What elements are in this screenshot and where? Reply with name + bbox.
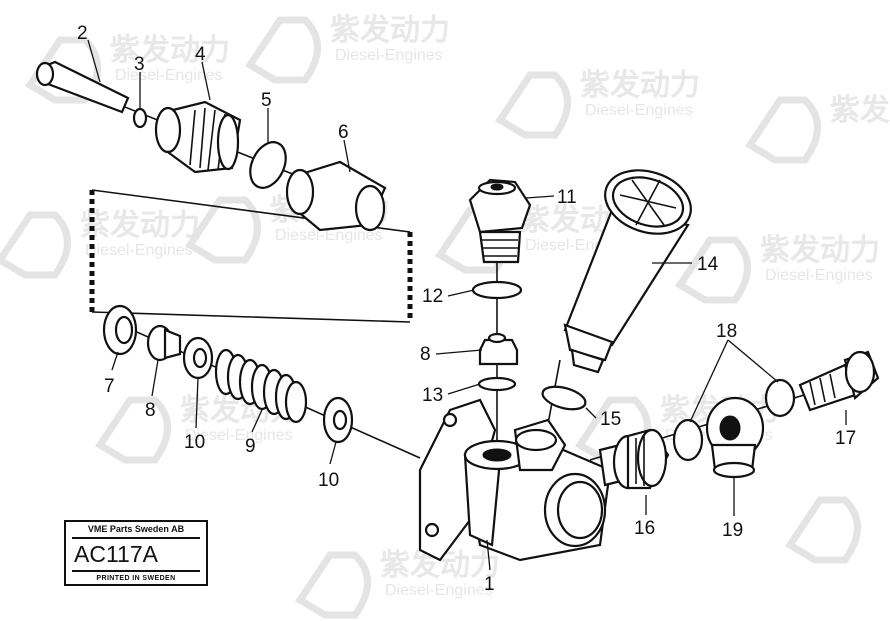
callout-3: 3 — [134, 54, 145, 75]
callout-8-left: 8 — [145, 400, 156, 421]
part-10-washer-right — [322, 396, 354, 444]
watermark: 紫发动力 Diesel-Engines — [675, 233, 880, 304]
part-4-threaded-fitting — [154, 100, 242, 174]
callout-14: 14 — [697, 254, 719, 275]
plate-drawing-code: AC117A — [72, 537, 200, 572]
part-12-o-ring — [471, 280, 523, 300]
svg-text:紫发动力: 紫发动力 — [330, 13, 450, 48]
callout-19: 19 — [722, 520, 743, 541]
part-8-valve-center — [478, 332, 519, 366]
plate-printed-note: PRINTED IN SWEDEN — [96, 575, 176, 582]
callout-1: 1 — [484, 574, 495, 595]
svg-text:紫发动力: 紫发动力 — [760, 233, 880, 268]
drawing-id-plate: VME Parts Sweden AB AC117A PRINTED IN SW… — [64, 520, 208, 586]
watermark: 紫发动力 Diesel-Engines — [25, 33, 230, 104]
part-10-washer-left — [182, 336, 214, 380]
plate-company: VME Parts Sweden AB — [87, 524, 185, 534]
callout-17: 17 — [835, 428, 856, 449]
part-5-o-ring — [249, 141, 287, 189]
part-6-sleeve — [285, 160, 387, 232]
callout-7: 7 — [104, 376, 115, 397]
callout-11: 11 — [557, 187, 577, 208]
part-7-seal — [102, 304, 138, 356]
part-19-banjo — [705, 396, 765, 479]
svg-text:Diesel-Engines: Diesel-Engines — [275, 227, 383, 244]
watermark — [785, 496, 861, 564]
watermark: 紫发动力 Diesel-Engines — [295, 548, 500, 619]
part-15-o-ring — [541, 385, 587, 411]
watermark: 紫发动力 Diesel-Engines — [495, 68, 700, 139]
svg-text:Diesel-Engines: Diesel-Engines — [585, 102, 693, 119]
callout-labels: 2 3 4 5 6 1 7 8 10 9 10 11 12 8 13 14 15… — [77, 23, 856, 595]
svg-text:紫发动力: 紫发动力 — [110, 33, 230, 68]
callout-6: 6 — [338, 122, 349, 143]
leader-lines — [87, 39, 847, 571]
svg-text:Diesel-Engines: Diesel-Engines — [115, 67, 223, 84]
svg-text:Diesel-Engines: Diesel-Engines — [85, 242, 193, 259]
part-2-bolt — [35, 60, 130, 114]
callout-10-right: 10 — [318, 470, 339, 491]
callout-13: 13 — [422, 385, 443, 406]
callout-12: 12 — [422, 286, 443, 307]
svg-text:紫发动力: 紫发动力 — [580, 68, 700, 103]
watermark: 紫发动力 Diesel-Engines — [245, 13, 450, 84]
svg-text:Diesel-Engines: Diesel-Engines — [185, 427, 293, 444]
part-18-washer-left — [672, 418, 704, 462]
callout-5: 5 — [261, 90, 272, 111]
svg-text:紫发动力: 紫发动力 — [830, 93, 890, 128]
svg-text:Diesel-Engines: Diesel-Engines — [335, 47, 443, 64]
svg-text:Diesel-Engines: Diesel-Engines — [385, 582, 493, 599]
part-14-hand-primer — [563, 169, 692, 374]
part-11-nut — [468, 178, 532, 264]
callout-8-center: 8 — [420, 344, 431, 365]
watermark: 紫发动力 — [745, 93, 890, 164]
part-3-washer — [132, 107, 148, 129]
part-18-washer-right — [764, 378, 796, 418]
callout-4: 4 — [195, 44, 206, 65]
callout-9: 9 — [245, 436, 256, 457]
part-13-o-ring — [477, 376, 517, 392]
part-17-banjo-bolt — [798, 350, 880, 412]
svg-text:紫发动力: 紫发动力 — [80, 208, 200, 243]
watermark: 紫发动力 Diesel-Engines — [0, 208, 200, 279]
callout-16: 16 — [634, 518, 655, 539]
callout-2: 2 — [77, 23, 88, 44]
svg-text:Diesel-Engines: Diesel-Engines — [765, 267, 873, 284]
callout-18: 18 — [716, 321, 737, 342]
part-9-spring — [214, 348, 308, 424]
part-8-valve — [146, 324, 182, 362]
callout-15: 15 — [600, 409, 621, 430]
part-16-fitting — [612, 428, 670, 490]
callout-10-left: 10 — [184, 432, 205, 453]
part-1-pump-housing — [418, 398, 627, 562]
